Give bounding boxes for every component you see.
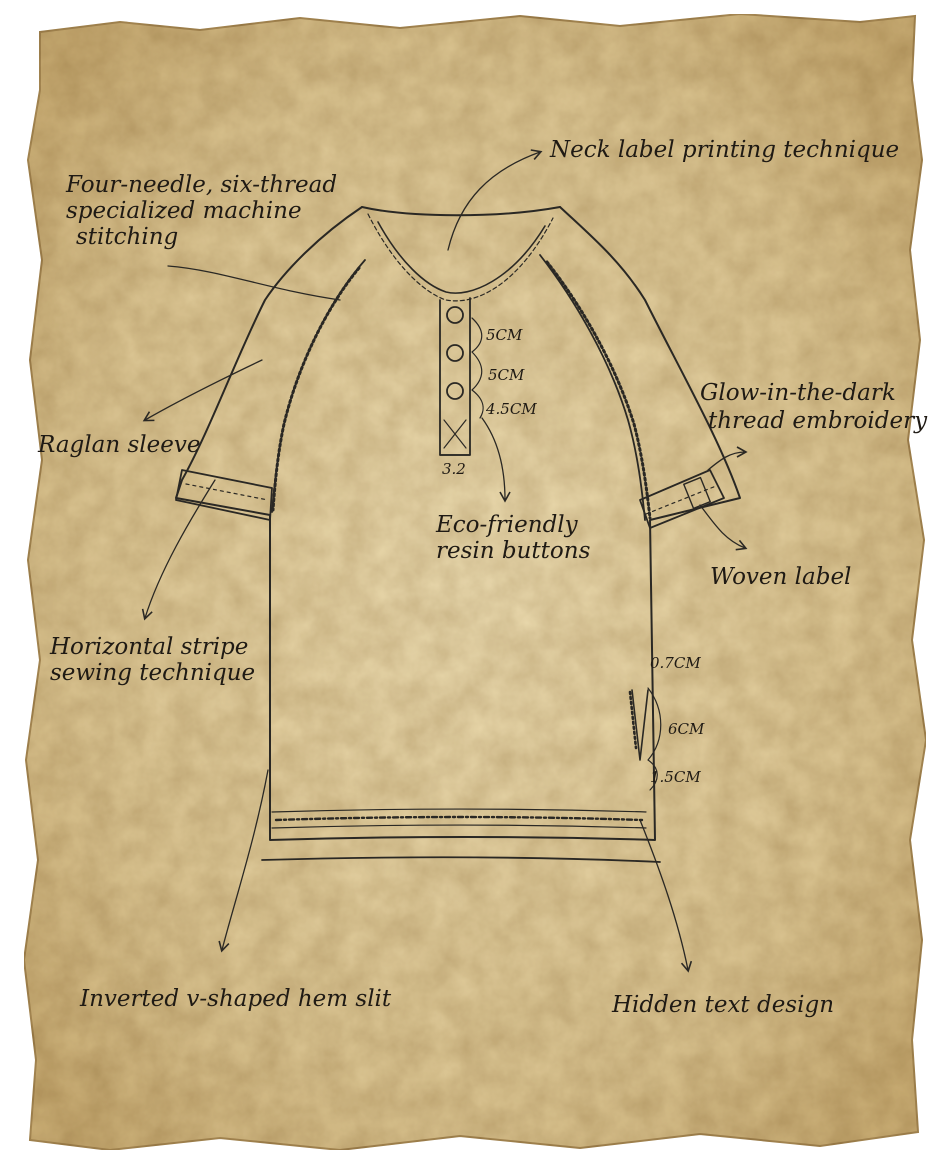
arrow-hidden-text: [639, 819, 693, 973]
arrow-eco-buttons: [481, 417, 511, 503]
dim-button-gap-3: 4.5CM: [485, 400, 537, 418]
placket-cross: [443, 419, 467, 449]
arrow-raglan: [142, 359, 263, 422]
dim-slit-top: 0.7CM: [650, 654, 701, 672]
arrow-neck-label: [447, 149, 543, 251]
hem-slit: [631, 689, 649, 761]
label-horizontal-stripe-line-1: Horizontal stripe: [49, 634, 248, 660]
dim-slit-length: 6CM: [668, 720, 705, 738]
label-hem-slit: Inverted v-shaped hem slit: [79, 986, 392, 1012]
collar-outer: [361, 206, 561, 217]
label-horizontal-stripe-line-2: sewing technique: [50, 660, 255, 686]
label-raglan-sleeve: Raglan sleeve: [37, 432, 200, 458]
dim-button-gap-2: 5CM: [488, 366, 525, 384]
sleeve-cuff-left-stitch: [185, 483, 269, 501]
hem-bottom: [261, 856, 661, 863]
sleeve-cuff-left: [175, 469, 273, 521]
hem-stitch-band: [271, 808, 647, 829]
leader-lines: [141, 149, 748, 973]
raglan-seam-right-stitch: [545, 260, 652, 520]
paper-background: [22, 12, 928, 1152]
raglan-seam-left-stitch: [271, 266, 361, 512]
arrow-horizontal-stripe: [141, 479, 216, 621]
label-glow-thread-line-1: Glow-in-the-dark: [700, 380, 896, 406]
label-eco-buttons-line-2: resin buttons: [436, 538, 591, 564]
arrow-stitching: [167, 265, 341, 301]
brace-button-gaps: [471, 317, 484, 419]
raglan-seam-right: [539, 254, 646, 521]
label-neck-label: Neck label printing technique: [549, 137, 899, 163]
arrow-glow-thread: [707, 446, 748, 471]
label-woven-label: Woven label: [710, 564, 851, 590]
collar-inner: [377, 221, 546, 294]
arrow-woven-label: [699, 504, 748, 551]
label-stitching-line-3: stitching: [76, 224, 178, 250]
label-eco-buttons-line-1: Eco-friendly: [435, 512, 579, 538]
button-1: [446, 306, 464, 324]
hem-hidden-text: [274, 815, 644, 822]
arrow-hem-slit: [218, 769, 269, 953]
woven-label-tag: [683, 476, 711, 510]
label-hidden-text: Hidden text design: [611, 992, 834, 1018]
dim-placket-bottom: 3.2: [442, 460, 466, 478]
sleeve-cuff-right-stitch: [645, 485, 717, 515]
dim-slit-bottom: 1.5CM: [650, 768, 701, 786]
dimension-labels: 5CM 5CM 4.5CM 3.2 0.7CM 6CM 1.5CM: [442, 326, 705, 786]
shirt-outline: [175, 206, 741, 841]
paper-sheet: [22, 12, 928, 1152]
tshirt-drawing: [175, 206, 741, 863]
label-stitching-line-1: Four-needle, six-thread: [65, 172, 337, 198]
label-stitching-line-2: specialized machine: [66, 198, 302, 224]
label-glow-thread-line-2: thread embroidery: [708, 408, 928, 434]
dim-button-gap-1: 5CM: [486, 326, 523, 344]
collar-rib: [367, 213, 554, 302]
button-2: [446, 344, 464, 362]
button-3: [446, 382, 464, 400]
sleeve-cuff-right: [639, 469, 725, 529]
brace-slit: [647, 687, 662, 791]
slit-stitch: [628, 690, 638, 750]
callout-labels: Neck label printing technique Four-needl…: [37, 137, 928, 1018]
